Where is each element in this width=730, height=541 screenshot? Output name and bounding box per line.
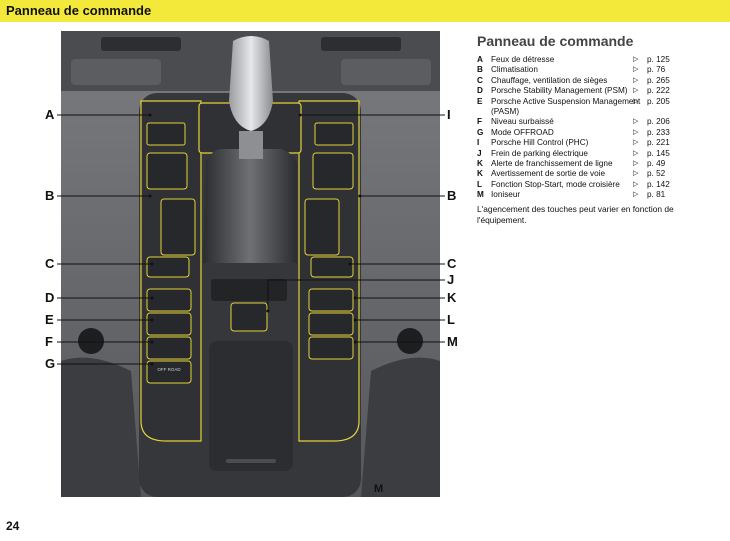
arrow-icon: ▷ — [633, 159, 639, 167]
arrow-icon: ▷ — [633, 97, 639, 105]
legend-letter: F — [477, 117, 483, 127]
arrow-icon: ▷ — [633, 56, 639, 63]
legend-text: Porsche Stability Management (PSM) — [491, 86, 628, 96]
legend-row: L Fonction Stop-Start, mode croisière ▷ p. … — [477, 180, 687, 190]
legend-row: M Ioniseur ▷ p. 81 — [477, 190, 687, 200]
legend-letter: A — [477, 55, 483, 64]
legend-row: A Feux de détresse ▷ p. 125 — [477, 55, 687, 65]
arrow-icon: ▷ — [633, 118, 639, 126]
arrow-icon: ▷ — [633, 180, 639, 188]
arrow-icon: ▷ — [633, 139, 639, 147]
equipment-note: L'agencement des touches peut varier en … — [477, 204, 674, 225]
legend-text: Porsche Active Suspension Management — [491, 96, 641, 106]
legend-page: p. 76 — [647, 65, 666, 75]
legend-row: E Porsche Active Suspension Management▷ p.… — [477, 97, 687, 107]
legend-page: p. 233 — [647, 127, 670, 137]
legend-text: Feux de détresse — [491, 55, 555, 64]
legend-row: C Chauffage, ventilation de sièges ▷ p. 265 — [477, 76, 687, 86]
legend-letter: K — [477, 169, 483, 179]
legend-row: J Frein de parking électrique ▷ p. 145 — [477, 149, 687, 159]
callout-i: I — [447, 107, 451, 122]
legend-row: B Climatisation ▷ p. 76 — [477, 65, 687, 75]
legend-letter: B — [477, 65, 483, 75]
legend-text: Frein de parking électrique — [491, 148, 588, 158]
legend-row: G Mode OFFROAD ▷ p. 233 — [477, 128, 687, 138]
legend-row: (PASM) — [477, 107, 687, 117]
legend-row: D Porsche Stability Management (PSM) ▷ p. 2… — [477, 86, 687, 96]
legend-row: K Alerte de franchissement de ligne ▷ p. 49 — [477, 159, 687, 169]
section-title: Panneau de commande — [477, 33, 634, 49]
header-title: Panneau de commande — [6, 3, 152, 18]
callout-c-right: C — [447, 256, 457, 271]
arrow-icon: ▷ — [633, 66, 639, 74]
legend-page: p. 206 — [647, 117, 670, 127]
ioniser-photo-label: M — [374, 483, 383, 495]
legend-letter: M — [477, 190, 484, 200]
callout-e: E — [45, 312, 54, 327]
page-number: 24 — [6, 519, 20, 533]
arrow-icon: ▷ — [633, 128, 639, 136]
legend-row: I Porsche Hill Control (PHC) ▷ p. 221 — [477, 138, 687, 148]
legend-text: Chauffage, ventilation de sièges — [491, 75, 608, 85]
legend-text: Fonction Stop-Start, mode croisière — [491, 179, 620, 189]
legend-text: Mode OFFROAD — [491, 127, 554, 137]
legend-letter: C — [477, 75, 483, 85]
legend-page: p. 142 — [647, 179, 670, 189]
legend-page: p. 221 — [647, 138, 670, 148]
callout-c-left: C — [45, 256, 55, 271]
legend-letter: D — [477, 86, 483, 96]
legend-text: (PASM) — [491, 106, 520, 116]
legend-page: p. 222 — [647, 86, 670, 96]
legend-page: p. 125 — [647, 55, 670, 64]
legend-page: p. 145 — [647, 148, 670, 158]
legend-letter: E — [477, 96, 483, 106]
legend-page: p. 265 — [647, 75, 670, 85]
arrow-icon: ▷ — [633, 170, 639, 178]
legend-letter: J — [477, 148, 482, 158]
legend-text: Alerte de franchissement de ligne — [491, 158, 613, 168]
legend-text: Avertissement de sortie de voie — [491, 169, 606, 179]
console-photo: OFF ROAD M — [61, 31, 440, 497]
callout-m: M — [447, 334, 458, 349]
callout-l: L — [447, 312, 455, 327]
legend-page: p. 205 — [647, 96, 670, 106]
legend-letter: I — [477, 138, 480, 148]
legend-row: K Avertissement de sortie de voie ▷ p. 52 — [477, 169, 687, 179]
offroad-button-label: OFF ROAD — [157, 367, 181, 372]
callout-b-right: B — [447, 188, 457, 203]
legend-text: Ioniseur — [491, 190, 521, 200]
legend-letter: L — [477, 179, 483, 189]
header-banner: Panneau de commande — [0, 0, 730, 22]
callout-k: K — [447, 290, 457, 305]
callout-d: D — [45, 290, 55, 305]
legend-letter: K — [477, 158, 483, 168]
legend-text: Niveau surbaissé — [491, 117, 554, 127]
arrow-icon: ▷ — [633, 87, 639, 95]
callout-f: F — [45, 334, 53, 349]
legend-page: p. 52 — [647, 169, 666, 179]
arrow-icon: ▷ — [633, 76, 639, 84]
callout-g: G — [45, 356, 56, 371]
legend-page: p. 49 — [647, 158, 666, 168]
callout-a: A — [45, 107, 55, 122]
arrow-icon: ▷ — [633, 191, 639, 199]
legend-letter: G — [477, 127, 484, 137]
legend-list: A Feux de détresse ▷ p. 125 B Climatisation ▷… — [477, 55, 687, 200]
legend-row: F Niveau surbaissé ▷ p. 206 — [477, 117, 687, 127]
callout-j: J — [447, 272, 455, 287]
legend-text: Porsche Hill Control (PHC) — [491, 138, 589, 148]
callout-b-left: B — [45, 188, 55, 203]
legend-text: Climatisation — [491, 65, 538, 75]
arrow-icon: ▷ — [633, 149, 639, 157]
legend-page: p. 81 — [647, 190, 666, 200]
